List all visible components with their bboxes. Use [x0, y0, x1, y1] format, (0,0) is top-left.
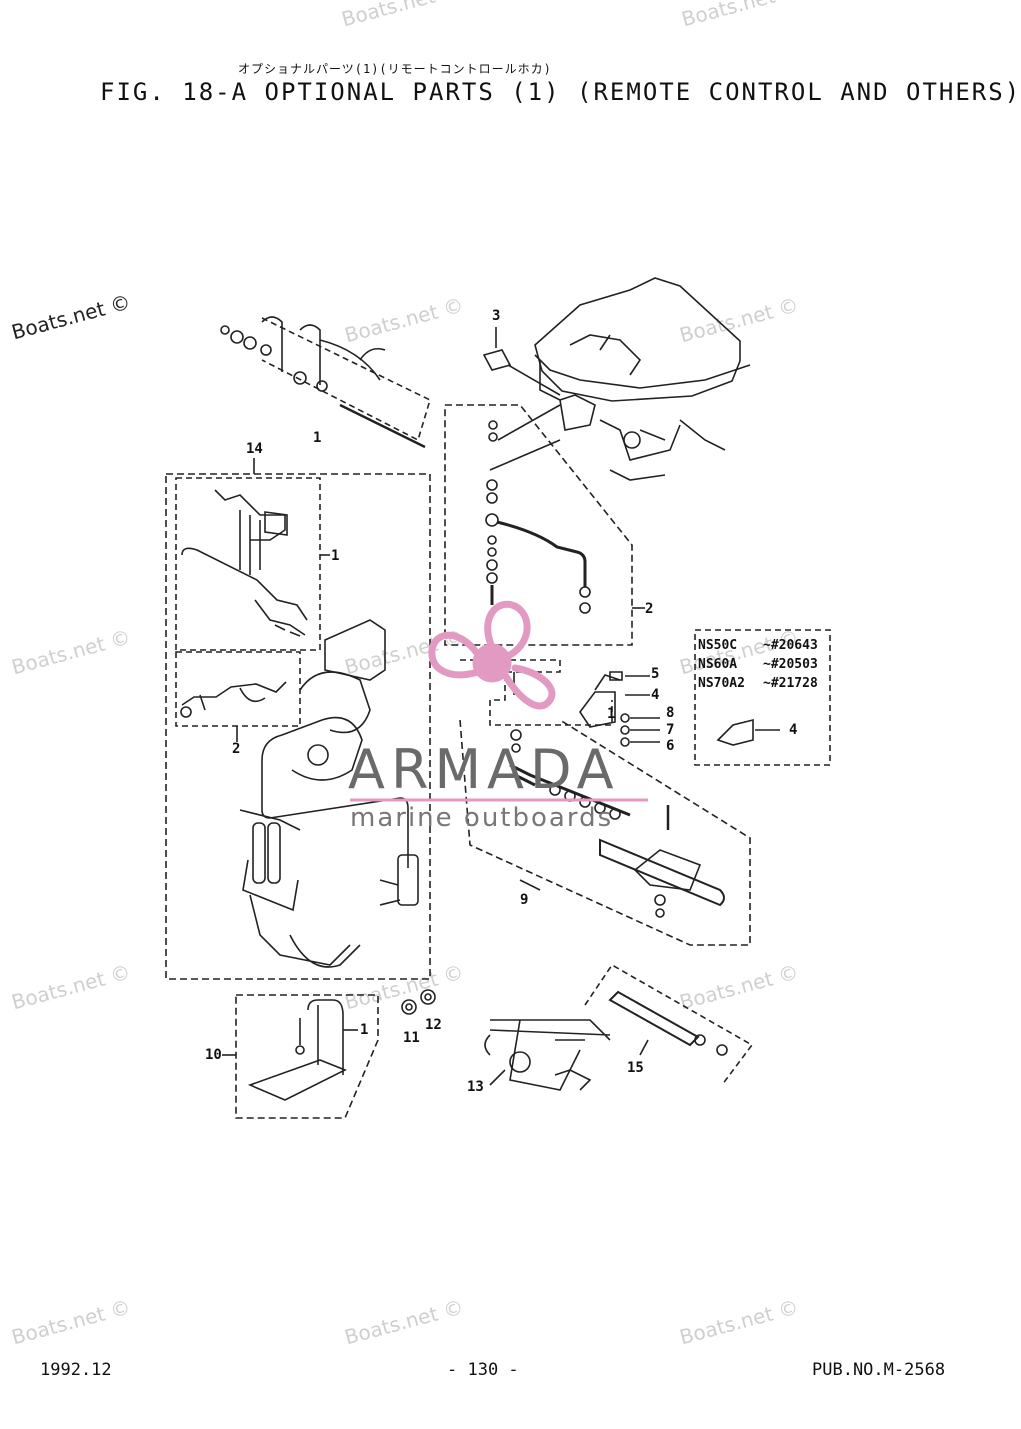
part-label: 11: [403, 1030, 420, 1046]
part-label: 10: [205, 1047, 222, 1063]
armada-logo-icon: [428, 600, 556, 710]
part-label: 14: [246, 441, 263, 457]
serial-model: NS70A2: [698, 676, 745, 691]
part-label: 15: [627, 1060, 644, 1076]
part-label: 12: [425, 1017, 442, 1033]
group-15-box: [584, 963, 754, 1086]
figure-title: FIG. 18-A OPTIONAL PARTS (1) (REMOTE CON…: [100, 78, 1021, 106]
part-label: 2: [645, 601, 654, 617]
part-label: 7: [666, 722, 675, 738]
part-label: 9: [520, 892, 529, 908]
footer-pub-number: PUB.NO.M-2568: [812, 1360, 946, 1380]
japanese-title: オプショナルパーツ(1)(リモートコントロールホカ): [238, 62, 552, 76]
exploded-parts-diagram: [165, 277, 831, 1119]
part-label: 5: [651, 666, 660, 682]
group-9-shaft: [459, 719, 751, 946]
part-label: 3: [492, 308, 501, 324]
footer-date: 1992.12: [40, 1360, 112, 1380]
part-label: 6: [666, 738, 675, 754]
part-label: 1: [360, 1022, 369, 1038]
part-label: 4: [789, 722, 798, 738]
brand-tagline: marine outboards: [350, 803, 614, 833]
part-label: 2: [232, 741, 241, 757]
part-label: 4: [651, 687, 660, 703]
part-label: 8: [666, 705, 675, 721]
group-14-box: [165, 473, 431, 980]
part-label: 1: [313, 430, 322, 446]
part-label: 1: [331, 548, 340, 564]
group-1-bracket: [220, 316, 431, 449]
serial-model: NS50C: [698, 638, 738, 653]
group-14-sub-1: [175, 477, 321, 651]
serial-model: NS60A: [698, 657, 738, 672]
serial-table-box: [694, 629, 831, 766]
serial-number: ~#20503: [763, 657, 818, 672]
serial-number: ~#21728: [763, 676, 818, 691]
brand-name: ARMADA: [348, 738, 620, 801]
group-10-box: [235, 994, 379, 1119]
group-14-sub-2: [175, 651, 301, 727]
part-label: 13: [467, 1079, 484, 1095]
group-4-8: [460, 659, 613, 726]
footer-page-number: - 130 -: [447, 1360, 519, 1380]
serial-number: ~#20643: [763, 638, 818, 653]
part-label: 1: [607, 706, 616, 722]
group-2-linkage: [444, 404, 633, 646]
